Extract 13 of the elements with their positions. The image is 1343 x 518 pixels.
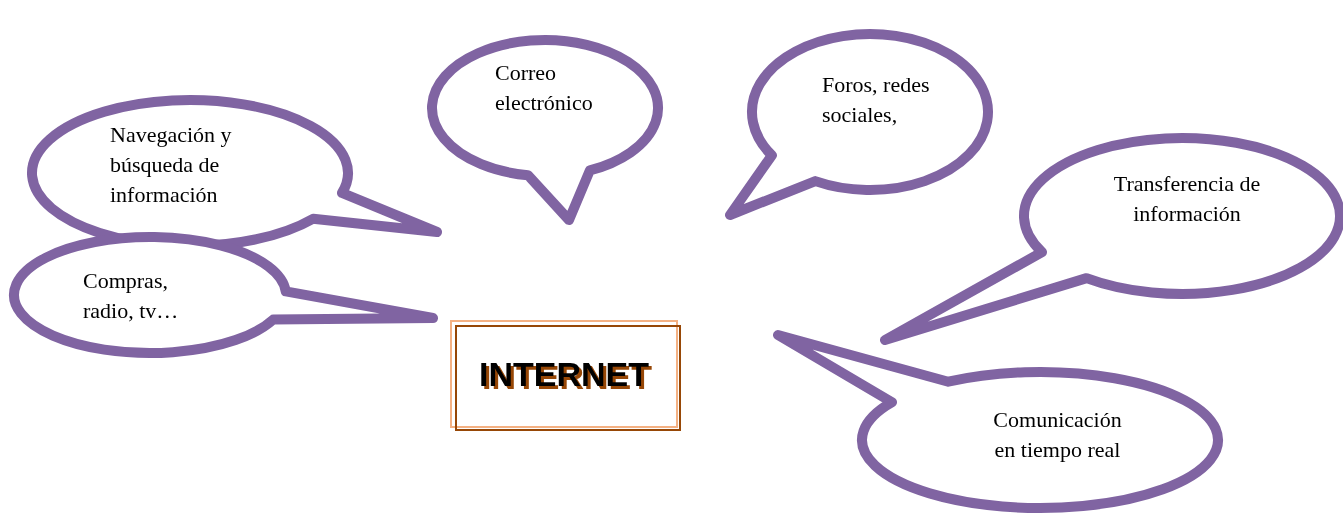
title-box [450,320,678,428]
speech-bubble [772,329,1224,514]
title-text: INTERNET [479,354,649,394]
speech-bubble [724,28,994,221]
bubble-text: Compras, radio, tv… [83,267,180,325]
speech-bubble [8,231,439,359]
bubble-text: Foros, redes sociales, [822,71,931,129]
bubble-text: Navegación y búsqueda de información [110,121,233,209]
speech-bubble [879,132,1343,346]
bubble-text: Correo electrónico [495,59,594,117]
bubble-text: Comunicación en tiempo real [992,406,1123,464]
speech-bubble [426,34,664,226]
bubble-text: Transferencia de información [1112,170,1262,228]
